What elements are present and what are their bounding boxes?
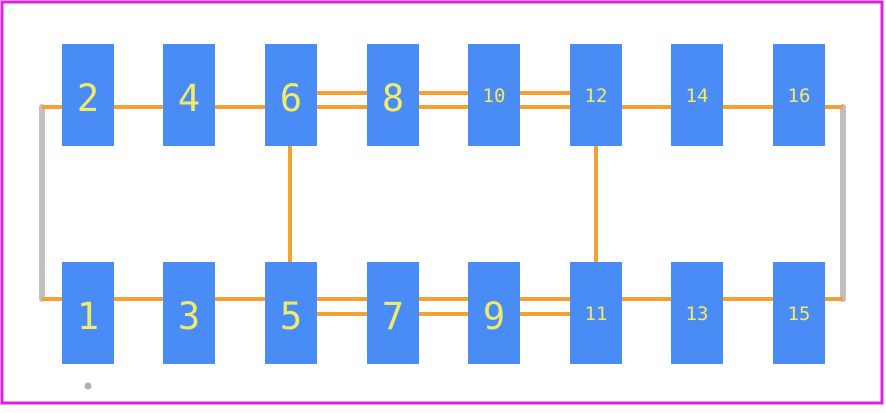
pad-label: 4 — [178, 77, 200, 120]
pad[interactable]: 1 — [62, 262, 114, 364]
pad[interactable]: 10 — [468, 44, 520, 146]
pad[interactable]: 2 — [62, 44, 114, 146]
pad[interactable]: 7 — [367, 262, 419, 364]
pad-label: 15 — [788, 303, 811, 325]
pad-label: 11 — [585, 303, 608, 325]
pad-label: 12 — [585, 85, 608, 107]
pad-label: 6 — [280, 77, 302, 120]
pad[interactable]: 15 — [773, 262, 825, 364]
pad-label: 9 — [483, 295, 505, 338]
pad[interactable]: 13 — [671, 262, 723, 364]
pad[interactable]: 16 — [773, 44, 825, 146]
pad-label: 3 — [178, 295, 200, 338]
pad-label: 8 — [382, 77, 404, 120]
pad[interactable]: 12 — [570, 44, 622, 146]
pad[interactable]: 9 — [468, 262, 520, 364]
pad-label: 2 — [77, 77, 99, 120]
pad[interactable]: 3 — [163, 262, 215, 364]
pad-label: 13 — [686, 303, 709, 325]
pad-label: 14 — [686, 85, 709, 107]
pad[interactable]: 6 — [265, 44, 317, 146]
pad[interactable]: 14 — [671, 44, 723, 146]
pad[interactable]: 5 — [265, 262, 317, 364]
bottom-pad-row: 1 3 5 7 9 11 1 — [62, 262, 825, 364]
pad[interactable]: 8 — [367, 44, 419, 146]
pad-label: 16 — [788, 85, 811, 107]
pad-label: 10 — [483, 85, 506, 107]
board-outline — [0, 0, 884, 405]
pad[interactable]: 4 — [163, 44, 215, 146]
pin-one-marker-dot — [84, 382, 92, 390]
pad-label: 1 — [77, 295, 99, 338]
top-pad-row: 2 4 6 8 10 12 — [62, 44, 825, 146]
pad[interactable]: 11 — [570, 262, 622, 364]
pad-label: 5 — [280, 295, 302, 338]
pad-label: 7 — [382, 295, 404, 338]
